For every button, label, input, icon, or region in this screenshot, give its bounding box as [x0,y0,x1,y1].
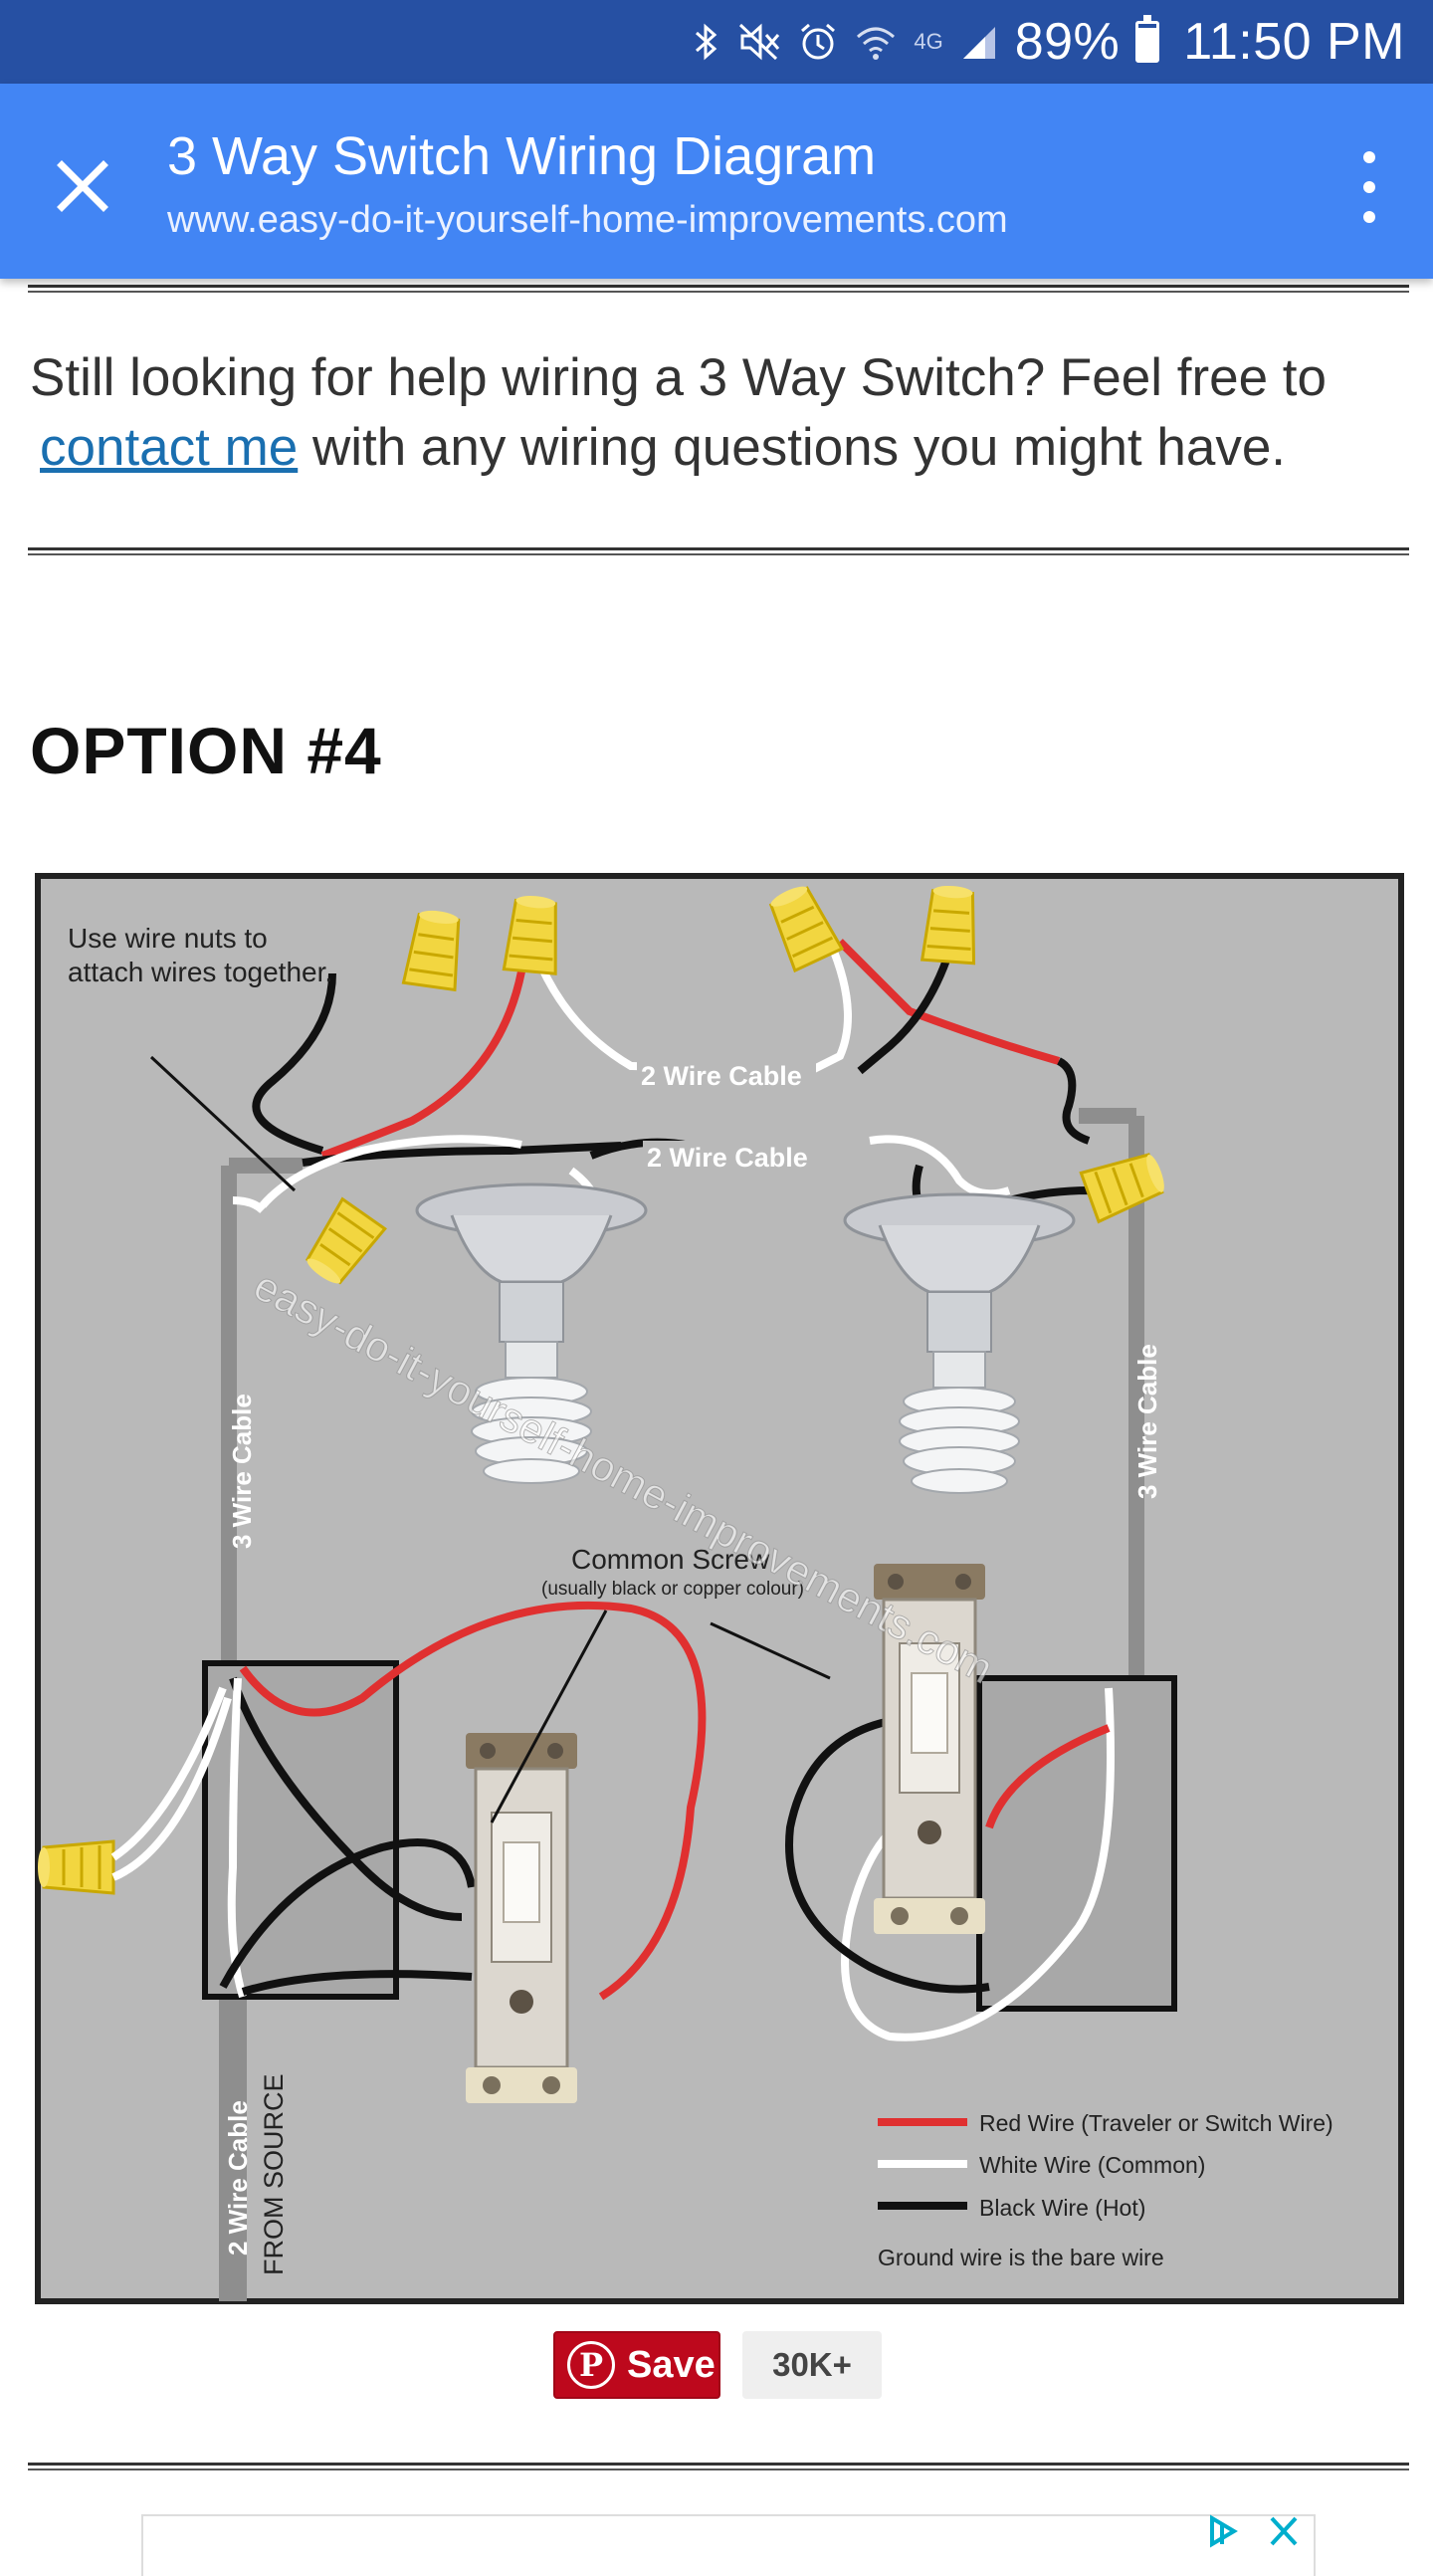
save-count-badge: 30K+ [742,2331,882,2399]
legend-white-label: White Wire (Common) [979,2152,1205,2178]
alarm-icon [798,21,838,63]
wiring-diagram: Use wire nuts to attach wires together. … [35,873,1404,2304]
custom-tab-toolbar: 3 Way Switch Wiring Diagram www.easy-do-… [0,84,1433,279]
adchoices-icon[interactable] [1202,2514,1256,2548]
common-screw-label: Common Screw [571,1544,770,1575]
4g-lte-icon: 4G [914,29,943,54]
battery-percent: 89% [1014,13,1121,71]
cable-label-right: 3 Wire Cable [1132,1344,1162,1499]
help-paragraph: Still looking for help wiring a 3 Way Sw… [30,343,1423,483]
common-screw-note: (usually black or copper colour) [541,1579,804,1600]
pinterest-save-button[interactable]: P Save [553,2331,720,2399]
paragraph-text-1: Still looking for help wiring a 3 Way Sw… [30,348,1328,407]
ground-wire-note: Ground wire is the bare wire [878,2245,1164,2270]
status-icons: 4G 89% 11:50 PM [693,0,1405,84]
page-url: www.easy-do-it-yourself-home-improvement… [167,199,1008,241]
option-heading: OPTION #4 [30,714,382,787]
section-divider-bottom [28,2463,1409,2470]
section-divider-top [28,285,1409,293]
pinterest-icon: P [567,2341,615,2389]
wifi-icon [854,21,898,63]
close-icon[interactable] [50,153,115,219]
contact-me-link[interactable]: contact me [40,418,299,477]
mute-icon [736,21,782,63]
legend-red-label: Red Wire (Traveler or Switch Wire) [979,2110,1333,2136]
battery-icon [1135,15,1160,63]
paragraph-text-2: with any wiring questions you might have… [298,418,1287,477]
page-title: 3 Way Switch Wiring Diagram [167,126,877,186]
status-bar: 4G 89% 11:50 PM [0,0,1433,84]
ad-close-icon[interactable] [1262,2514,1306,2548]
clock-time: 11:50 PM [1183,13,1405,71]
cable-label-left: 3 Wire Cable [227,1394,257,1549]
callout-nuts-line-1: Use wire nuts to [68,923,268,954]
cable-label-top-2: 2 Wire Cable [647,1143,808,1173]
from-source-label: FROM SOURCE [259,2074,289,2276]
cell-signal-icon [959,21,999,63]
section-divider-middle [28,547,1409,555]
save-label: Save [627,2343,716,2386]
cable-label-top-1: 2 Wire Cable [641,1061,802,1091]
callout-nuts-line-2: attach wires together. [68,957,332,987]
legend-black-label: Black Wire (Hot) [979,2195,1145,2221]
more-vert-icon[interactable] [1349,151,1389,223]
ad-banner[interactable] [141,2514,1316,2576]
bluetooth-icon [693,21,720,63]
cable-label-bottom: 2 Wire Cable [223,2100,253,2255]
